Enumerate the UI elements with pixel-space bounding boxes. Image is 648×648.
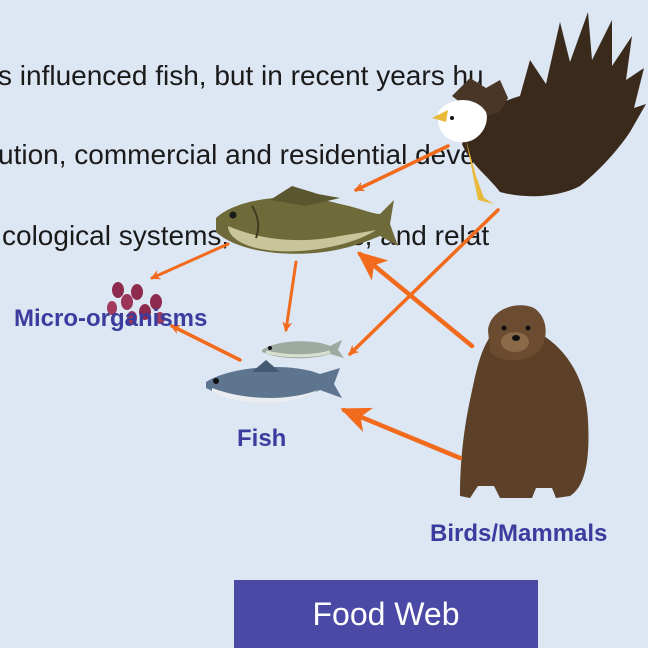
arrow-otter-to-large-fish bbox=[344, 410, 460, 458]
arrow-bass-to-micro bbox=[152, 244, 228, 278]
otter-icon bbox=[460, 305, 588, 498]
label-birds-mammals: Birds/Mammals bbox=[430, 520, 607, 548]
food-web-button[interactable]: Food Web bbox=[234, 580, 538, 648]
bass-icon bbox=[216, 186, 398, 254]
arrow-eagle-to-bass bbox=[356, 146, 448, 190]
large-fish-icon bbox=[206, 360, 342, 403]
arrow-otter-to-bass bbox=[360, 254, 472, 346]
label-fish: Fish bbox=[237, 425, 286, 453]
label-micro-organisms: Micro-organisms bbox=[14, 305, 207, 333]
eagle-icon bbox=[432, 12, 646, 204]
food-web-arrows bbox=[152, 146, 498, 458]
arrow-bass-to-small-fish bbox=[286, 262, 296, 330]
small-fish-icon bbox=[262, 340, 344, 358]
